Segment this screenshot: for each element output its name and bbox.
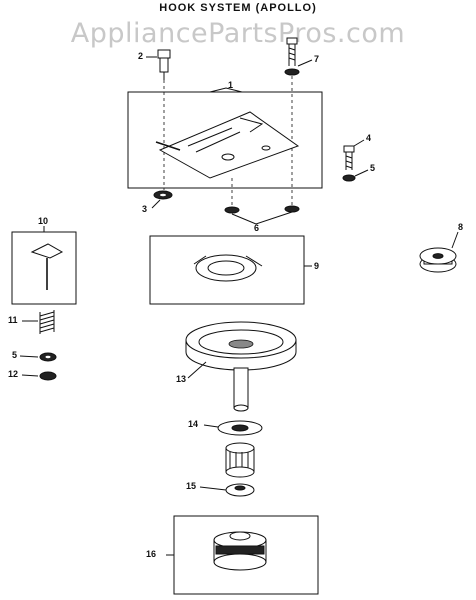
part-15-hub — [225, 483, 255, 497]
callout-8: 8 — [458, 222, 464, 232]
leader-8 — [451, 231, 459, 249]
part-1-box — [127, 87, 323, 189]
part-6-washer-right — [284, 205, 300, 213]
part-14-washer — [217, 420, 263, 436]
callout-13: 13 — [176, 374, 187, 384]
part-gear-collar — [225, 442, 255, 478]
part-11-spring — [39, 310, 55, 334]
callout-6: 6 — [254, 223, 260, 233]
part-13-hook — [185, 321, 297, 412]
callout-16: 16 — [146, 549, 157, 559]
callout-11: 11 — [8, 315, 18, 325]
callout-10: 10 — [38, 216, 49, 226]
callout-4: 4 — [366, 133, 372, 143]
part-12-washer — [39, 371, 57, 381]
leader-4 — [353, 139, 365, 147]
leader-14 — [203, 424, 219, 428]
leader-12 — [21, 374, 39, 377]
callout-7: 7 — [314, 54, 320, 64]
part-2-pin — [157, 49, 171, 80]
part-4-screw — [343, 145, 355, 170]
callout-12: 12 — [8, 369, 19, 379]
part-10-box — [11, 226, 77, 305]
watermark: AppliancePartsPros.com — [70, 18, 406, 49]
leader-13 — [187, 361, 207, 379]
callout-5-upper: 5 — [370, 163, 376, 173]
callout-5-lower: 5 — [12, 350, 18, 360]
part-9-box — [149, 235, 312, 305]
leader-3 — [151, 199, 161, 209]
part-3-washer — [153, 190, 173, 200]
diagram-title: HOOK SYSTEM (APOLLO) — [159, 2, 317, 14]
part-7-screw — [284, 37, 300, 76]
callout-15: 15 — [186, 481, 197, 491]
leader-5a — [354, 169, 369, 177]
part-8-bobbin — [419, 247, 457, 273]
part-5-washer-upper — [342, 174, 356, 182]
callout-9: 9 — [314, 261, 320, 271]
part-6-washer-left — [224, 206, 240, 214]
part-16-box — [166, 515, 319, 595]
leader-5b — [19, 355, 39, 358]
callout-2: 2 — [138, 51, 144, 61]
leader-7 — [297, 59, 313, 67]
callout-3: 3 — [142, 204, 148, 214]
leader-15 — [199, 486, 227, 491]
callout-1: 1 — [228, 80, 234, 90]
leader-6 — [231, 211, 293, 225]
callout-14: 14 — [188, 419, 199, 429]
part-5-washer-lower — [39, 352, 57, 362]
